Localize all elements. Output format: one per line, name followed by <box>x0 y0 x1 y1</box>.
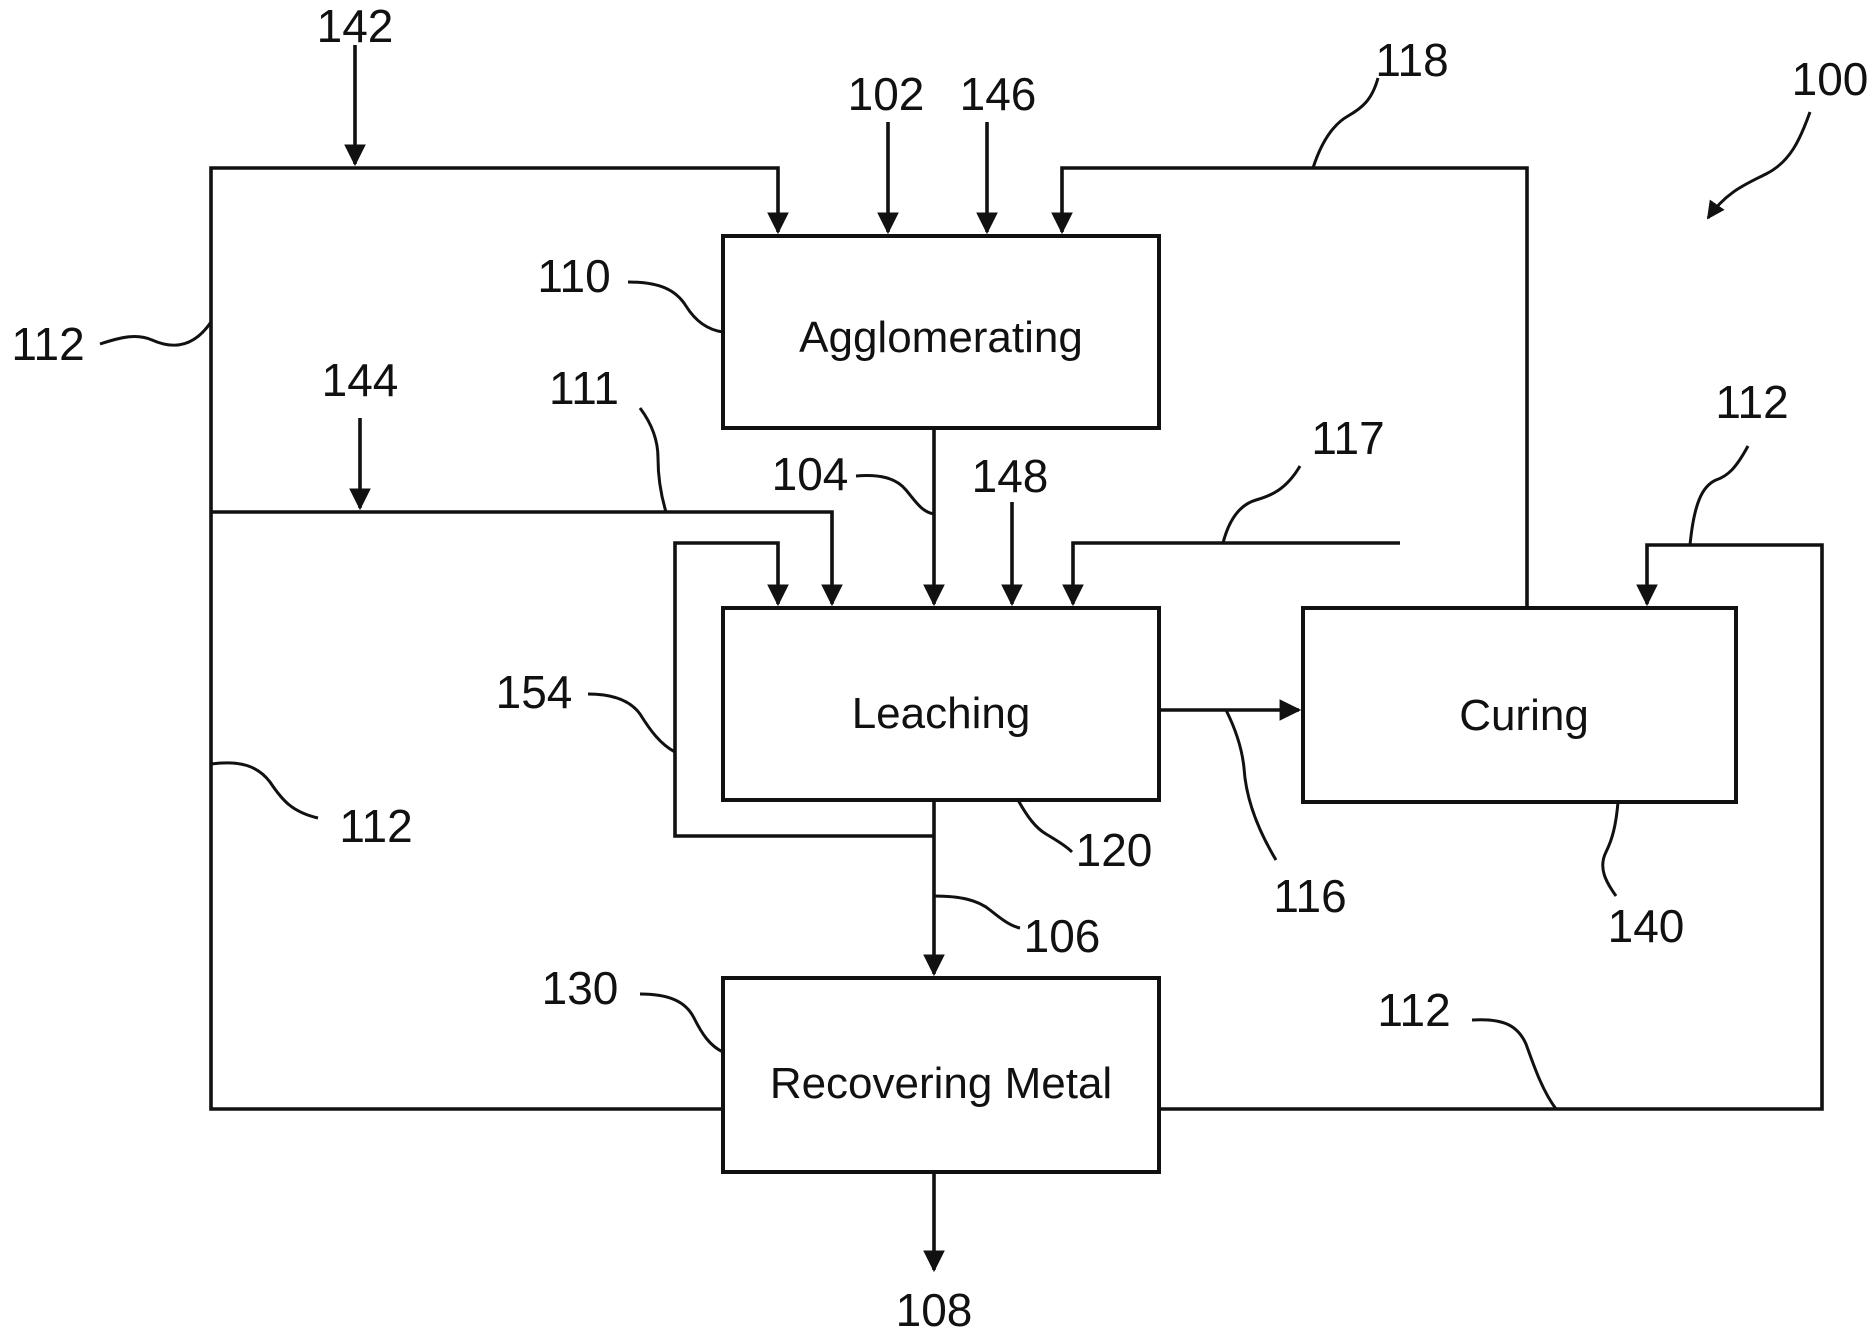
stream-112-right <box>1159 543 1824 1111</box>
ref-102: 102 <box>848 68 925 120</box>
ref-112-right-bottom: 112 <box>1377 984 1450 1036</box>
ref-111: 111 <box>549 362 619 414</box>
recovering-metal-box: Recovering Metal <box>721 976 1161 1174</box>
recovering-metal-label: Recovering Metal <box>770 1059 1112 1108</box>
agglomerating-box: Agglomerating <box>721 234 1161 430</box>
leader-106 <box>933 894 1021 930</box>
ref-108: 108 <box>896 1284 973 1334</box>
ref-144: 144 <box>322 354 399 406</box>
ref-116: 116 <box>1273 870 1346 922</box>
leader-120 <box>1016 799 1074 854</box>
stream-154-arrow <box>673 541 934 838</box>
leaching-label: Leaching <box>852 689 1031 738</box>
ref-112-right-top: 112 <box>1715 376 1788 428</box>
ref-146: 146 <box>960 68 1037 120</box>
agglomerating-label: Agglomerating <box>799 313 1083 362</box>
ref-figure-100: 100 <box>1792 53 1869 105</box>
leader-154 <box>587 692 676 754</box>
stream-117-arrow <box>1062 541 1400 607</box>
ref-148: 148 <box>972 450 1049 502</box>
ref-118: 118 <box>1375 34 1448 86</box>
leader-140 <box>1601 801 1620 897</box>
leaching-box: Leaching <box>721 606 1161 802</box>
leader-112-left-bottom <box>210 761 319 820</box>
ref-120: 120 <box>1076 824 1153 876</box>
ref-117: 117 <box>1311 412 1384 464</box>
ref-106: 106 <box>1024 910 1101 962</box>
figure-100-pointer <box>1706 111 1812 220</box>
leader-104 <box>855 474 935 516</box>
ref-112-left-bottom: 112 <box>339 800 412 852</box>
leader-130 <box>639 992 724 1054</box>
ref-142: 142 <box>317 0 394 52</box>
leader-112-right-top <box>1688 445 1750 546</box>
leader-117 <box>1221 465 1302 544</box>
ref-104: 104 <box>772 448 849 500</box>
leader-112-right-bottom <box>1471 1018 1558 1110</box>
curing-label: Curing <box>1459 691 1589 740</box>
stream-112-left <box>209 166 843 1111</box>
ref-110-label: 110 <box>537 250 610 302</box>
leader-116 <box>1224 709 1278 861</box>
ref-140: 140 <box>1608 900 1685 952</box>
ref-130: 130 <box>542 962 619 1014</box>
leader-110 <box>627 280 724 334</box>
leader-118 <box>1311 77 1380 169</box>
curing-box: Curing <box>1301 606 1738 804</box>
leader-111 <box>638 407 668 513</box>
ref-154: 154 <box>496 666 573 718</box>
ref-112-left-top: 112 <box>11 318 84 370</box>
leader-112-left-top <box>99 321 213 347</box>
stream-118-arrow <box>1051 166 1529 608</box>
